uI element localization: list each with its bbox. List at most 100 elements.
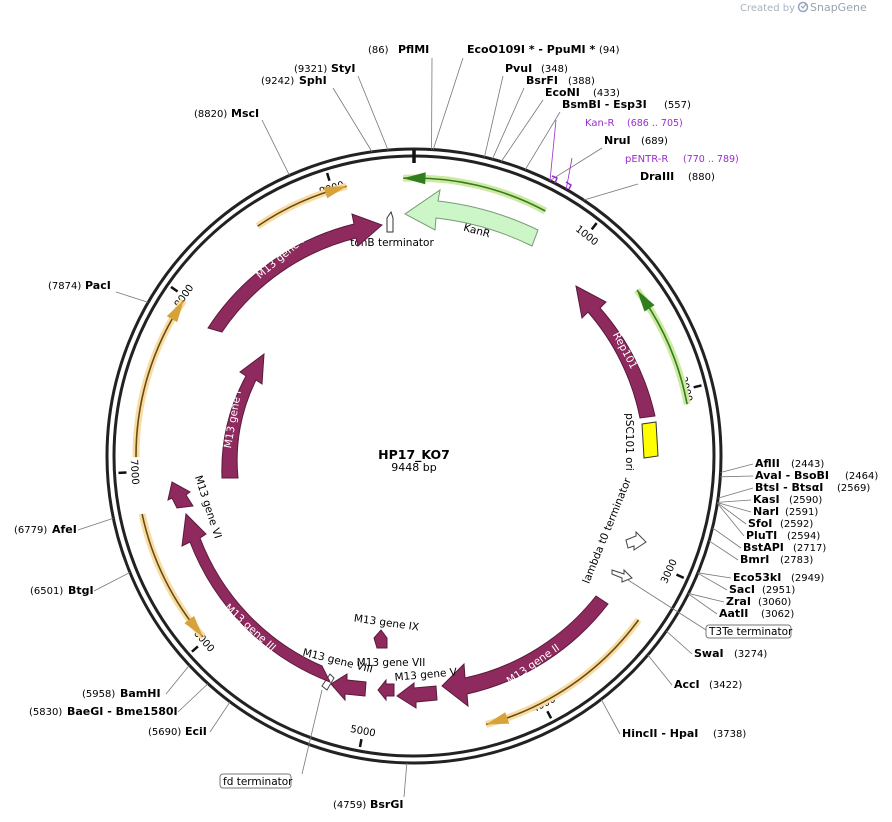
site-aflii[interactable]: AflII (2443): [755, 457, 824, 470]
m13-gene-viii-feature[interactable]: [330, 673, 367, 702]
m13-gene-v-feature[interactable]: [396, 681, 438, 709]
site-draiii-name: DraIII: [640, 170, 674, 183]
snapgene-credit: Created by SnapGene: [740, 1, 867, 14]
site-paci-pos: (7874): [48, 281, 81, 292]
leader-line: [712, 527, 742, 549]
t3te-terminator-text: T3Te terminator: [708, 626, 793, 638]
site-zrai[interactable]: ZraI (3060): [726, 595, 791, 608]
leader-line: [647, 654, 673, 686]
t3te-terminator-label[interactable]: T3Te terminator: [705, 624, 793, 639]
site-afei[interactable]: (6779) AfeI: [14, 523, 77, 536]
psc101-ori-feature[interactable]: [641, 421, 659, 459]
site-aatii[interactable]: AatII (3062): [719, 607, 794, 620]
m13-gene-i-feature[interactable]: [221, 352, 265, 479]
m13-gene-iv-feature[interactable]: [207, 213, 383, 333]
site-acci[interactable]: AccI (3422): [674, 678, 742, 691]
plasmid-name: HP17_KO7: [378, 447, 450, 463]
tick-label-1000: 1000: [573, 224, 600, 248]
site-eco53ki-name: Eco53kI: [733, 571, 781, 584]
site-aatii-name: AatII: [719, 607, 748, 620]
green-feature-arcs: [403, 172, 691, 405]
m13-gene-ix-feature[interactable]: [373, 629, 388, 649]
leader-line: [524, 111, 561, 171]
primer-kanr[interactable]: Kan-R (686 .. 705): [585, 118, 683, 129]
site-bstapi[interactable]: BstAPI (2717): [743, 541, 826, 554]
m13-gene-iii-feature[interactable]: [181, 512, 332, 683]
site-btsi[interactable]: BtsI - BtsαI (2569): [755, 481, 870, 494]
tonb-terminator-feature[interactable]: [386, 210, 394, 233]
fd-terminator-label[interactable]: fd terminator: [219, 773, 293, 789]
site-ecii[interactable]: (5690) EciI: [148, 725, 207, 738]
m13-gene-vii-feature[interactable]: [377, 678, 395, 702]
site-sphi[interactable]: (9242) SphI: [261, 74, 327, 87]
site-pluti[interactable]: PluTI (2594): [746, 529, 820, 542]
rep101-feature[interactable]: [575, 285, 656, 419]
site-hincii[interactable]: HincII - HpaI (3738): [622, 727, 746, 740]
site-swai-name: SwaI: [694, 647, 724, 660]
tick-mark-1000: [590, 222, 598, 231]
t3te-terminator-glyph[interactable]: [611, 568, 633, 583]
site-draiii[interactable]: DraIII (880): [640, 170, 715, 183]
site-btgi-name: BtgI: [68, 584, 94, 597]
site-aflii-name: AflII: [755, 457, 780, 470]
primer-kanr-name: Kan-R: [585, 118, 614, 129]
leader-line: [301, 689, 323, 775]
site-mscI[interactable]: (8820) MscI: [194, 107, 259, 120]
site-bamhi[interactable]: (5958) BamHI: [82, 687, 161, 700]
site-avai[interactable]: AvaI - BsoBI (2464): [755, 469, 878, 482]
leader-line: [717, 502, 747, 525]
site-eco53ki[interactable]: Eco53kI (2949): [733, 571, 824, 584]
orange-arc-4[interactable]: [485, 619, 640, 726]
site-bamhi-pos: (5958): [82, 689, 115, 700]
site-saci[interactable]: SacI (2951): [729, 583, 795, 596]
site-bsrfi[interactable]: BsrFI (388): [526, 74, 595, 87]
site-baegi-name: BaeGI - Bme1580I: [67, 705, 178, 718]
site-econi[interactable]: EcoNI (433): [545, 86, 620, 99]
tick-label-7000: 7000: [128, 459, 140, 485]
site-btgi[interactable]: (6501) BtgI: [30, 584, 94, 597]
site-bsrgi[interactable]: (4759) BsrGI: [333, 798, 403, 811]
m13-gene-vi-feature[interactable]: [167, 481, 194, 509]
site-ecoo109i[interactable]: EcoO109I * - PpuMI * (94): [467, 43, 620, 56]
site-sfoi-name: SfoI: [748, 517, 772, 530]
kanr-feature[interactable]: [404, 188, 539, 247]
site-nrui-name: NruI: [604, 134, 631, 147]
site-sfoi[interactable]: SfoI (2592): [748, 517, 813, 530]
site-styi[interactable]: (9321) StyI: [294, 62, 355, 75]
site-pluti-pos: (2594): [787, 531, 820, 542]
site-sfoi-pos: (2592): [780, 519, 813, 530]
m13-gene-ii-feature[interactable]: [441, 595, 609, 708]
leader-line: [717, 502, 752, 513]
site-nari[interactable]: NarI (2591): [753, 505, 818, 518]
tick-mark-4000: [546, 710, 553, 719]
leader-line: [688, 593, 718, 615]
site-bsrgi-pos: (4759): [333, 800, 366, 811]
site-zrai-name: ZraI: [726, 595, 751, 608]
site-bmri[interactable]: BmrI (2783): [740, 553, 813, 566]
primer-pentr-pos: (770 .. 789): [683, 154, 739, 165]
leader-line: [209, 701, 231, 733]
site-nari-pos: (2591): [785, 507, 818, 518]
primer-pentr-name: pENTR-R: [625, 154, 668, 165]
site-paci[interactable]: (7874) PacI: [48, 279, 111, 292]
m13-gene-vii-label: M13 gene VII: [357, 657, 426, 669]
site-sphi-name: SphI: [299, 74, 327, 87]
orange-arc-arrow-icon-2: [166, 300, 184, 323]
site-bsmbi[interactable]: BsmBI - Esp3I (557): [562, 98, 691, 111]
leader-line: [697, 572, 728, 591]
leader-line: [549, 147, 603, 182]
site-swai[interactable]: SwaI (3274): [694, 647, 767, 660]
site-nrui[interactable]: NruI (689): [604, 134, 668, 147]
primer-pentr-mark: [565, 181, 572, 190]
site-styi-pos: (9321): [294, 64, 327, 75]
site-saci-pos: (2951): [762, 585, 795, 596]
site-pvui[interactable]: PvuI (348): [505, 62, 568, 75]
primer-pentr[interactable]: pENTR-R (770 .. 789): [625, 154, 739, 165]
site-pflmi[interactable]: (86) PflMI: [368, 43, 429, 56]
site-bamhi-name: BamHI: [120, 687, 161, 700]
site-baegi[interactable]: (5830) BaeGI - Bme1580I: [29, 705, 178, 718]
site-kasi[interactable]: KasI (2590): [753, 493, 822, 506]
green-arc-arrow-icon-1: [403, 172, 426, 185]
leader-line: [403, 762, 408, 798]
